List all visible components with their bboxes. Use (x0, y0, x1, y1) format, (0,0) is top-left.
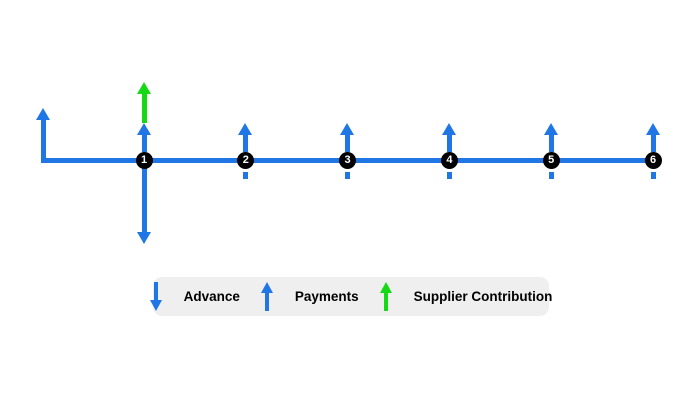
node-tick (446, 172, 452, 179)
legend-label: Payments (294, 289, 359, 304)
arrow-down-icon (149, 282, 163, 311)
legend-item-advance: Advance (149, 282, 240, 311)
payments-arrow-shaft (141, 134, 147, 152)
payments-arrow-head (340, 123, 355, 135)
payments-arrow-head (136, 123, 151, 135)
supplier-contribution-arrow-shaft (141, 93, 147, 123)
legend-label: Supplier Contribution (413, 289, 553, 304)
supplier-contribution-arrow-head (136, 82, 151, 94)
legend: Advance Payments Supplier Contribution (149, 277, 552, 316)
advance-arrow-head (136, 232, 151, 244)
timeline-node-3: 3 (339, 151, 357, 169)
legend-item-payments: Payments (260, 282, 359, 311)
payments-arrow-shaft (446, 134, 452, 152)
node-tick (548, 172, 554, 179)
payments-arrow-head (238, 123, 253, 135)
timeline-node-1: 1 (135, 151, 153, 169)
payments-arrow-shaft (345, 134, 351, 152)
payments-arrow-shaft (243, 134, 249, 152)
payments-arrow-shaft (650, 134, 656, 152)
start-payments-arrow-head (35, 108, 50, 120)
payments-arrow-head (543, 123, 558, 135)
start-payments-arrow-shaft (40, 119, 46, 163)
node-tick (243, 172, 249, 179)
arrow-up-icon (379, 282, 393, 311)
payments-arrow-head (645, 123, 660, 135)
legend-label: Advance (183, 289, 240, 304)
node-tick (650, 172, 656, 179)
payments-arrow-head (441, 123, 456, 135)
node-tick (141, 172, 147, 179)
timeline-node-5: 5 (542, 151, 560, 169)
advance-arrow-shaft (141, 168, 147, 233)
node-tick (345, 172, 351, 179)
legend-item-supplier-contribution: Supplier Contribution (379, 282, 553, 311)
payments-arrow-shaft (548, 134, 554, 152)
arrow-up-icon (260, 282, 274, 311)
timeline-node-6: 6 (644, 151, 662, 169)
timeline-node-4: 4 (440, 151, 458, 169)
timeline-node-2: 2 (237, 151, 255, 169)
